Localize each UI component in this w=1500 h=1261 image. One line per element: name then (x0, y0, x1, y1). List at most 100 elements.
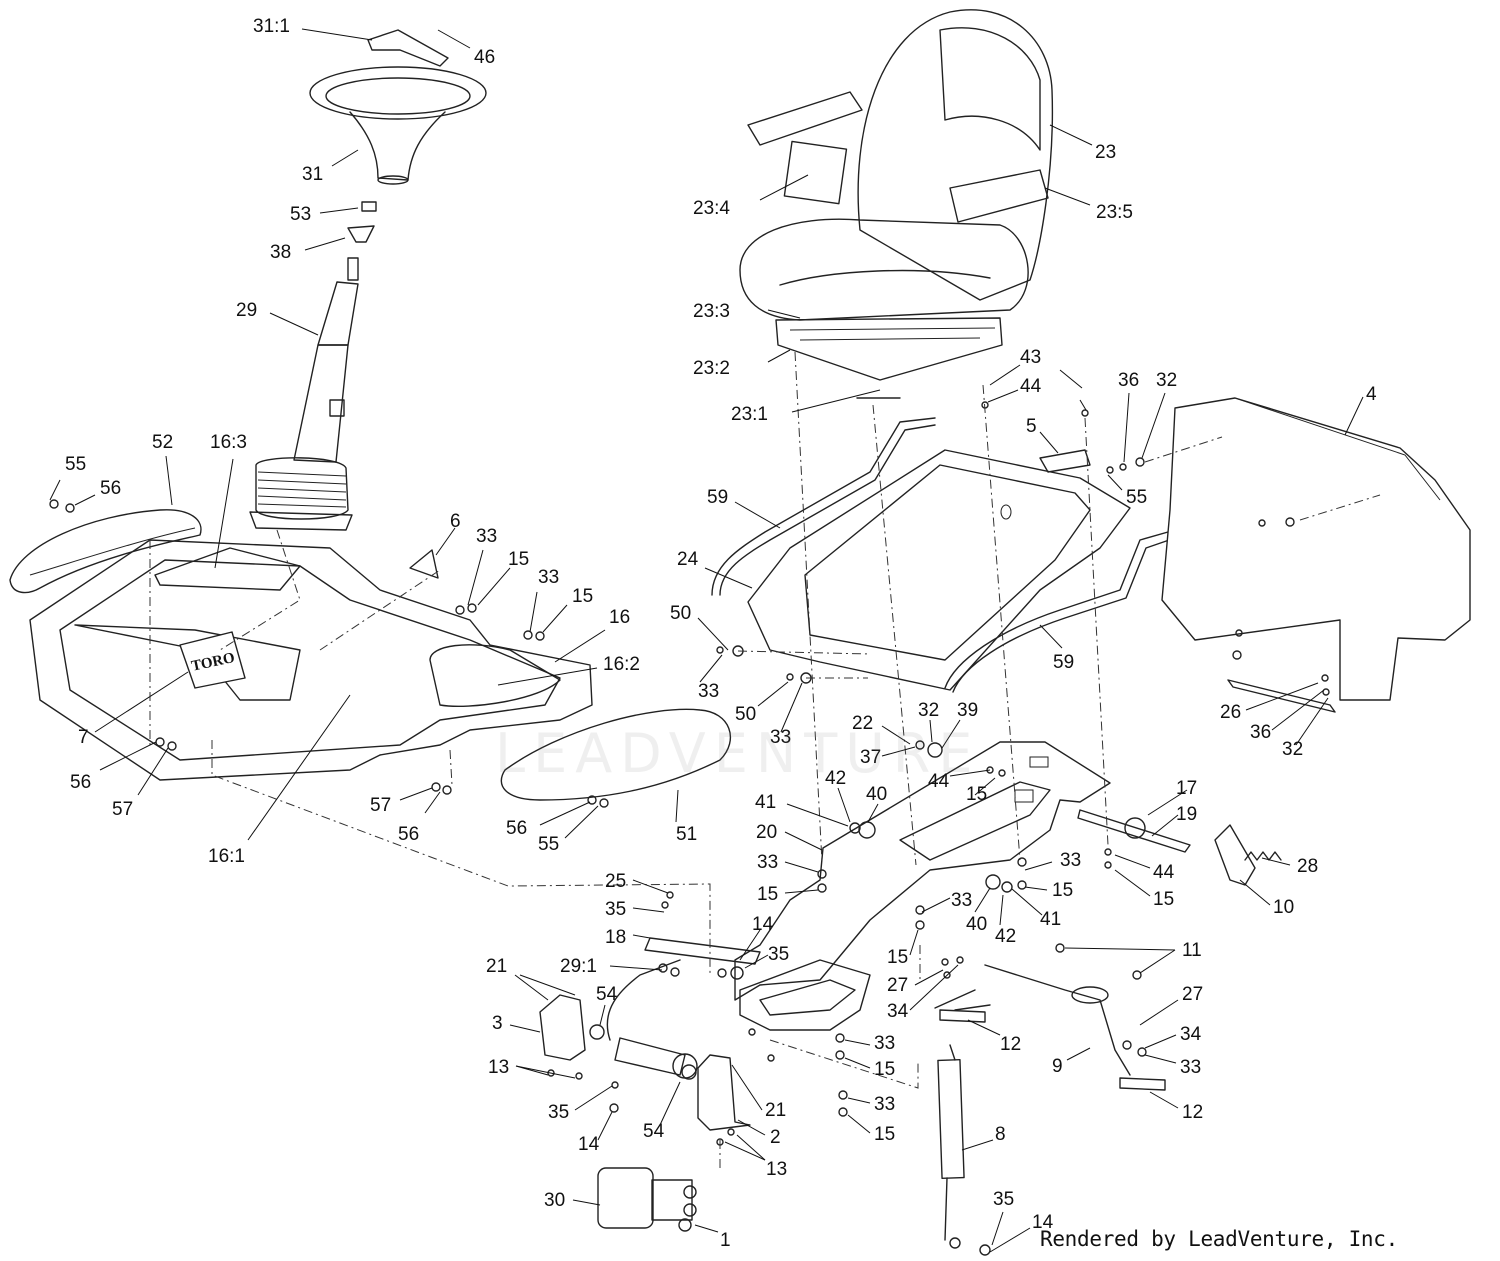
callout-label: 23:5 (1096, 202, 1133, 223)
callout-label: 4 (1366, 384, 1377, 405)
callout-label: 50 (670, 603, 691, 624)
callout-label: 29:1 (560, 956, 597, 977)
callout-label: 9 (1052, 1056, 1063, 1077)
callout-label: 50 (735, 704, 756, 725)
callout-label: 37 (860, 747, 881, 768)
callout-label: 15 (508, 549, 529, 570)
callout-label: 25 (605, 871, 626, 892)
callout-label: 15 (1153, 889, 1174, 910)
callout-label: 24 (677, 549, 699, 570)
callout-label: 1 (720, 1230, 731, 1251)
callout-label: 14 (752, 914, 774, 935)
seat-mount-frame (734, 741, 1111, 1031)
callout-label: 43 (1020, 347, 1041, 368)
steering-valve (597, 1167, 697, 1232)
floor-pan (29, 539, 593, 781)
callout-label: 51 (676, 824, 697, 845)
callout-label: 59 (707, 487, 728, 508)
seat-rail-left (711, 417, 936, 596)
callout-label: 30 (544, 1190, 565, 1211)
render-credit: Rendered by LeadVenture, Inc. (1040, 1227, 1398, 1251)
callout-label: 41 (755, 792, 776, 813)
brake-rod-9 (934, 964, 1131, 1076)
rear-hood (1161, 397, 1471, 701)
callout-label: 33 (770, 727, 791, 748)
callout-label: 12 (1182, 1102, 1203, 1123)
pedal-10 (1214, 824, 1256, 886)
callout-label: 16:1 (208, 846, 245, 867)
steering-cap (367, 29, 449, 67)
steering-link-18 (644, 937, 761, 965)
callout-label: 23:4 (693, 198, 730, 219)
callout-label: 22 (852, 713, 873, 734)
callout-label: 34 (887, 1001, 909, 1022)
callout-label: 35 (605, 899, 626, 920)
callout-label: 21 (486, 956, 507, 977)
callout-label: 16 (609, 607, 630, 628)
callout-label: 3 (492, 1013, 503, 1034)
callout-label: 15 (887, 947, 908, 968)
callout-label: 53 (290, 204, 311, 225)
left-fender-pad (9, 509, 202, 594)
mount-plates-12 (939, 679, 1336, 1091)
callout-label: 33 (874, 1094, 895, 1115)
callout-label: 33 (1180, 1057, 1201, 1078)
callout-label: 27 (887, 975, 908, 996)
steering-wheel (309, 66, 487, 185)
callout-label: 12 (1000, 1034, 1021, 1055)
callout-label: 13 (766, 1159, 787, 1180)
callout-label: 8 (995, 1124, 1006, 1145)
callout-label: 33 (1060, 850, 1081, 871)
callout-label: 26 (1220, 702, 1241, 723)
callout-label: 14 (1032, 1212, 1054, 1233)
callout-label: 21 (765, 1100, 786, 1121)
callout-label: 35 (768, 944, 789, 965)
callout-label: 23 (1095, 142, 1116, 163)
callout-labels: 31:1 46 31 53 38 29 52 16:3 55 56 6 33 1… (65, 16, 1377, 1251)
callout-label: 13 (488, 1057, 509, 1078)
callout-label: 33 (476, 526, 497, 547)
callout-label: 32 (1156, 370, 1177, 391)
decal-6 (409, 549, 439, 579)
callout-label: 36 (1250, 722, 1271, 743)
steering-spacer (347, 201, 377, 243)
spring-28 (1244, 851, 1282, 861)
callout-label: 46 (474, 47, 495, 68)
callout-label: 20 (756, 822, 777, 843)
seat-pan (747, 449, 1131, 691)
callout-label: 54 (596, 984, 618, 1005)
callout-label: 41 (1040, 909, 1061, 930)
callout-label: 55 (65, 454, 86, 475)
right-fender-pad (500, 708, 731, 801)
callout-label: 31 (302, 164, 323, 185)
callout-label: 32 (918, 700, 939, 721)
seat (739, 9, 1054, 399)
callout-label: 36 (1118, 370, 1139, 391)
callout-label: 56 (398, 824, 419, 845)
callout-label: 33 (874, 1033, 895, 1054)
seat-rail-right (944, 529, 1176, 693)
callout-label: 56 (506, 818, 527, 839)
callout-label: 19 (1176, 804, 1197, 825)
callout-label: 16:3 (210, 432, 247, 453)
callout-label: 42 (995, 926, 1016, 947)
callout-label: 42 (825, 768, 846, 789)
callout-label: 5 (1026, 416, 1037, 437)
callout-label: 35 (548, 1102, 569, 1123)
callout-label: 44 (1153, 862, 1175, 883)
callout-label: 55 (538, 834, 559, 855)
callout-label: 52 (152, 432, 173, 453)
callout-label: 39 (957, 700, 978, 721)
callout-label: 17 (1176, 778, 1197, 799)
assembly-lines (149, 351, 1381, 1170)
callout-label: 15 (757, 884, 778, 905)
callout-label: 56 (70, 772, 91, 793)
callout-label: 23:3 (693, 301, 730, 322)
bracket-2 (697, 1054, 751, 1131)
leader-lines (49, 28, 1364, 1253)
callout-label: 15 (874, 1124, 895, 1145)
toro-decal: TORO (179, 631, 246, 689)
steering-shaft (606, 959, 698, 1079)
callout-label: 15 (966, 784, 987, 805)
callout-label: 28 (1297, 856, 1318, 877)
